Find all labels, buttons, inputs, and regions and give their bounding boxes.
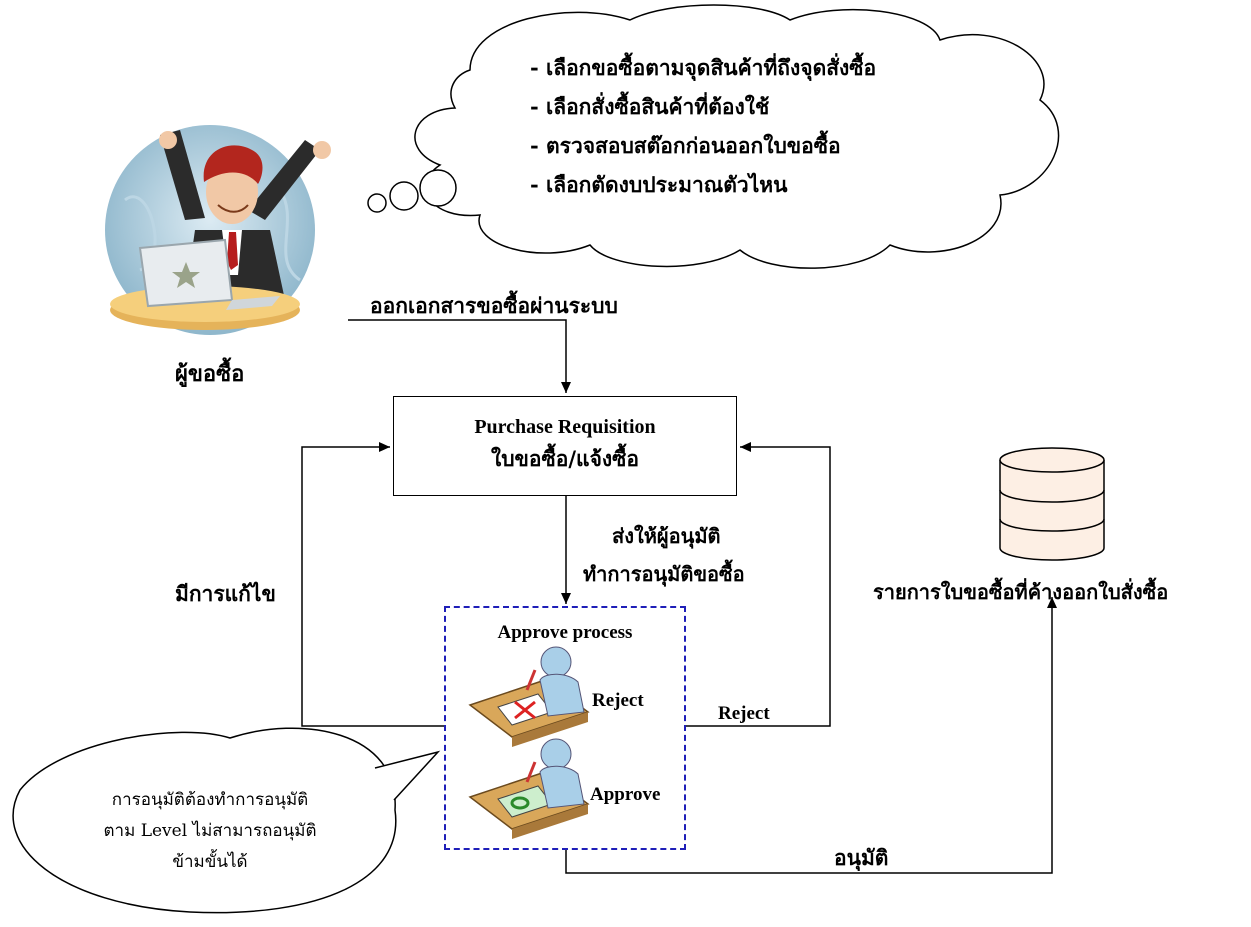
speech-line: การอนุมัติต้องทำการอนุมัติ bbox=[111, 790, 309, 810]
pr-title: Purchase Requisition bbox=[474, 416, 656, 438]
cloud-item: - เลือกตัดงบประมาณตัวไหน bbox=[530, 172, 788, 197]
reject-outer-label: Reject bbox=[718, 703, 770, 724]
approve-desk-icon bbox=[468, 738, 590, 839]
requester-label: ผู้ขอซื้อ bbox=[175, 361, 245, 387]
edit-label: มีการแก้ไข bbox=[175, 581, 276, 606]
send-label-2: ทำการอนุมัติขอซื้อ bbox=[583, 562, 745, 586]
database-cylinder bbox=[999, 447, 1105, 561]
cloud-item: - เลือกขอซื้อตามจุดสินค้าที่ถึงจุดสั่งซื… bbox=[530, 55, 877, 80]
connectors bbox=[301, 319, 1057, 874]
issue-arrow bbox=[348, 319, 571, 393]
speech-line: ข้ามขั้นได้ bbox=[172, 852, 248, 872]
speech-line: ตาม Level ไม่สามารถอนุมัติ bbox=[103, 821, 317, 841]
reject-inner-label: Reject bbox=[592, 690, 644, 711]
pr-subtitle: ใบขอซื้อ/แจ้งซื้อ bbox=[490, 446, 640, 471]
approve-inner-label: Approve bbox=[590, 784, 661, 805]
issue-label: ออกเอกสารขอซื้อผ่านระบบ bbox=[370, 293, 618, 318]
cloud-bubble-large bbox=[419, 169, 457, 207]
purchase-requisition-box[interactable]: Purchase Requisition ใบขอซื้อ/แจ้งซื้อ bbox=[393, 396, 737, 496]
speech-text: การอนุมัติต้องทำการอนุมัติ ตาม Level ไม่… bbox=[60, 785, 360, 878]
approve-process-title: Approve process bbox=[497, 622, 633, 643]
requester-illustration bbox=[105, 125, 331, 335]
approve-label: อนุมัติ bbox=[834, 845, 889, 870]
approve-process-box[interactable]: Approve process bbox=[444, 606, 686, 850]
cloud-item: - เลือกสั่งซื้อสินค้าที่ต้องใช้ bbox=[530, 94, 770, 119]
approve-arrow bbox=[565, 597, 1057, 874]
cloud-bubble-medium bbox=[389, 181, 419, 211]
cloud-bubble-small bbox=[367, 193, 387, 213]
thought-cloud bbox=[367, 4, 1060, 269]
cloud-item: - ตรวจสอบสต๊อกก่อนออกใบขอซื้อ bbox=[530, 133, 841, 158]
edit-loop-arrow bbox=[301, 442, 444, 727]
database-label: รายการใบขอซื้อที่ค้างออกใบสั่งซื้อ bbox=[873, 580, 1169, 604]
send-label-1: ส่งให้ผู้อนุมัติ bbox=[612, 524, 721, 548]
reject-desk-icon bbox=[468, 646, 590, 747]
cloud-text: - เลือกขอซื้อตามจุดสินค้าที่ถึงจุดสั่งซื… bbox=[530, 48, 876, 204]
reject-loop-arrow bbox=[686, 442, 831, 727]
speech-bubble bbox=[12, 727, 441, 914]
